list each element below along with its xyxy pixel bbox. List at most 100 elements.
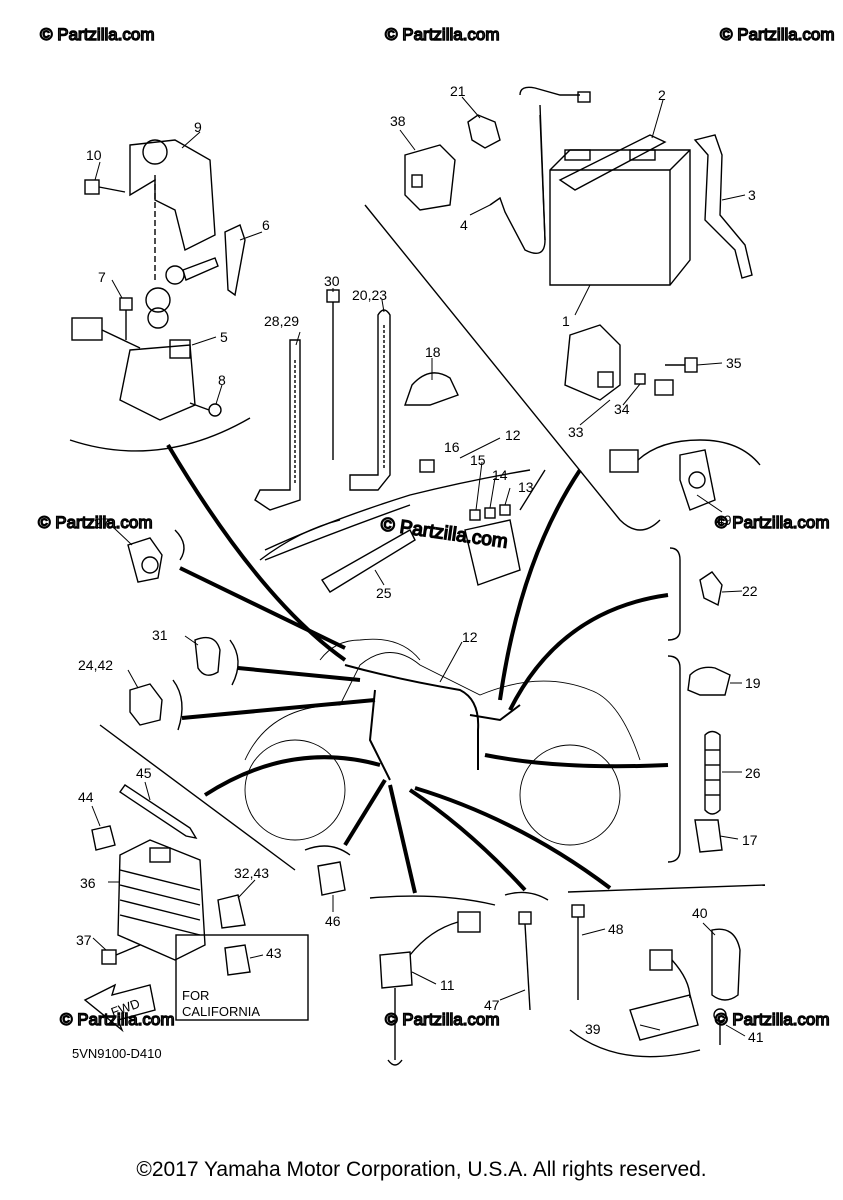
leader-lines [166,443,669,894]
callout-25: 25 [376,585,392,601]
diagram-code: 5VN9100-D410 [72,1046,162,1061]
callout-5: 5 [220,329,228,345]
part-band-48 [571,904,585,1000]
part-band-30 [326,289,340,460]
callout-28-29: 28,29 [264,313,299,329]
part-ignition-bracket-9 [129,139,216,280]
callout-32-43: 32,43 [234,865,269,881]
watermark: © Partzilla.com [715,513,830,532]
part-clip-44 [91,825,116,851]
watermark: © Partzilla.com [715,1010,830,1029]
callout-47: 47 [484,997,500,1013]
outline-sensor39 [567,884,766,893]
callout-38: 38 [390,113,406,129]
callout-13: 13 [518,479,534,495]
callout-labels: 1 2 3 4 5 6 7 8 9 10 11 12 12 13 14 15 1… [72,83,764,1061]
leader-31 [237,666,361,682]
leader-rectifier [203,755,381,797]
outline-clamp27 [174,529,185,561]
part-harness-12-detail [264,459,546,586]
part-clamp-24-42 [129,683,163,726]
part-sensor-49 [609,439,761,511]
part-band-20-23 [349,309,391,491]
callout-44: 44 [78,789,94,805]
outline-ignition-group [69,417,251,452]
callout-12-harness: 12 [462,629,478,645]
part-clamp-17 [694,819,723,853]
outline-clamp24 [172,679,183,731]
callout-8: 8 [218,372,226,388]
part-rectifier-36 [117,839,206,961]
callout-37: 37 [76,932,92,948]
part-cover-40 [711,928,741,1001]
callout-16: 16 [444,439,460,455]
outline-right-17-26 [667,655,681,863]
part-bolt-35 [665,357,698,373]
leader-39 [414,786,612,890]
callout-20-23: 20,23 [352,287,387,303]
part-clamp-18 [404,372,459,406]
callout-34: 34 [614,401,630,417]
part-clamp-31 [194,636,221,676]
wire-harness [344,664,521,781]
callout-17: 17 [742,832,758,848]
outline-tie47 [504,891,549,901]
harness-main [344,664,480,770]
callout-1: 1 [562,313,570,329]
fwd-arrow-icon [83,983,156,1033]
callout-30: 30 [324,273,340,289]
watermark: © Partzilla.com [40,25,155,44]
california-note-line2: CALIFORNIA [182,1004,260,1019]
part-grommet-26 [704,730,721,815]
part-bolt-10 [84,179,126,195]
outline-clamp31 [229,639,239,686]
california-note-line1: FOR [182,988,209,1003]
outline-harness-group [259,519,341,561]
part-starter-relay-33 [564,324,674,401]
callout-49: 49 [716,512,732,528]
leader-47 [408,788,527,892]
part-clamp-19 [687,666,731,696]
callout-46: 46 [325,913,341,929]
part-clamp-46 [317,861,346,896]
part-band-47 [518,911,532,1011]
part-cable-4 [489,114,546,254]
callout-19: 19 [745,675,761,691]
callout-41: 41 [748,1029,764,1045]
harness-branch-front [368,689,391,781]
leader-26 [484,753,669,769]
callout-21: 21 [450,83,466,99]
part-battery-1 [549,149,691,286]
part-switch-11 [379,911,481,1066]
callout-14: 14 [492,467,508,483]
leader-22 [508,593,669,711]
callout-15: 15 [470,452,486,468]
part-screw-41 [713,1008,727,1045]
outline-clamp46 [304,845,351,856]
callout-10: 10 [86,147,102,163]
region-outlines [69,204,766,1058]
callout-48: 48 [608,921,624,937]
part-cable-3 [693,134,753,279]
callout-6: 6 [262,217,270,233]
part-cable-21 [519,86,591,241]
callout-leaders [91,96,746,1037]
leader-46 [343,778,387,847]
part-screw-7 [119,297,133,340]
callout-7: 7 [98,269,106,285]
part-relay-38 [404,144,456,211]
callout-36: 36 [80,875,96,891]
callout-33: 33 [568,424,584,440]
callout-35: 35 [726,355,742,371]
part-band-25 [321,529,416,593]
callout-26: 26 [745,765,761,781]
callout-18: 18 [425,344,441,360]
callout-2: 2 [658,87,666,103]
leader-ignition [166,443,347,662]
part-sensor-39 [629,949,699,1041]
watermark: © Partzilla.com [720,25,835,44]
callout-39: 39 [585,1021,601,1037]
copyright-notice: ©2017 Yamaha Motor Corporation, U.S.A. A… [136,1158,707,1181]
callout-45: 45 [136,765,152,781]
outline-right-22 [667,547,681,641]
